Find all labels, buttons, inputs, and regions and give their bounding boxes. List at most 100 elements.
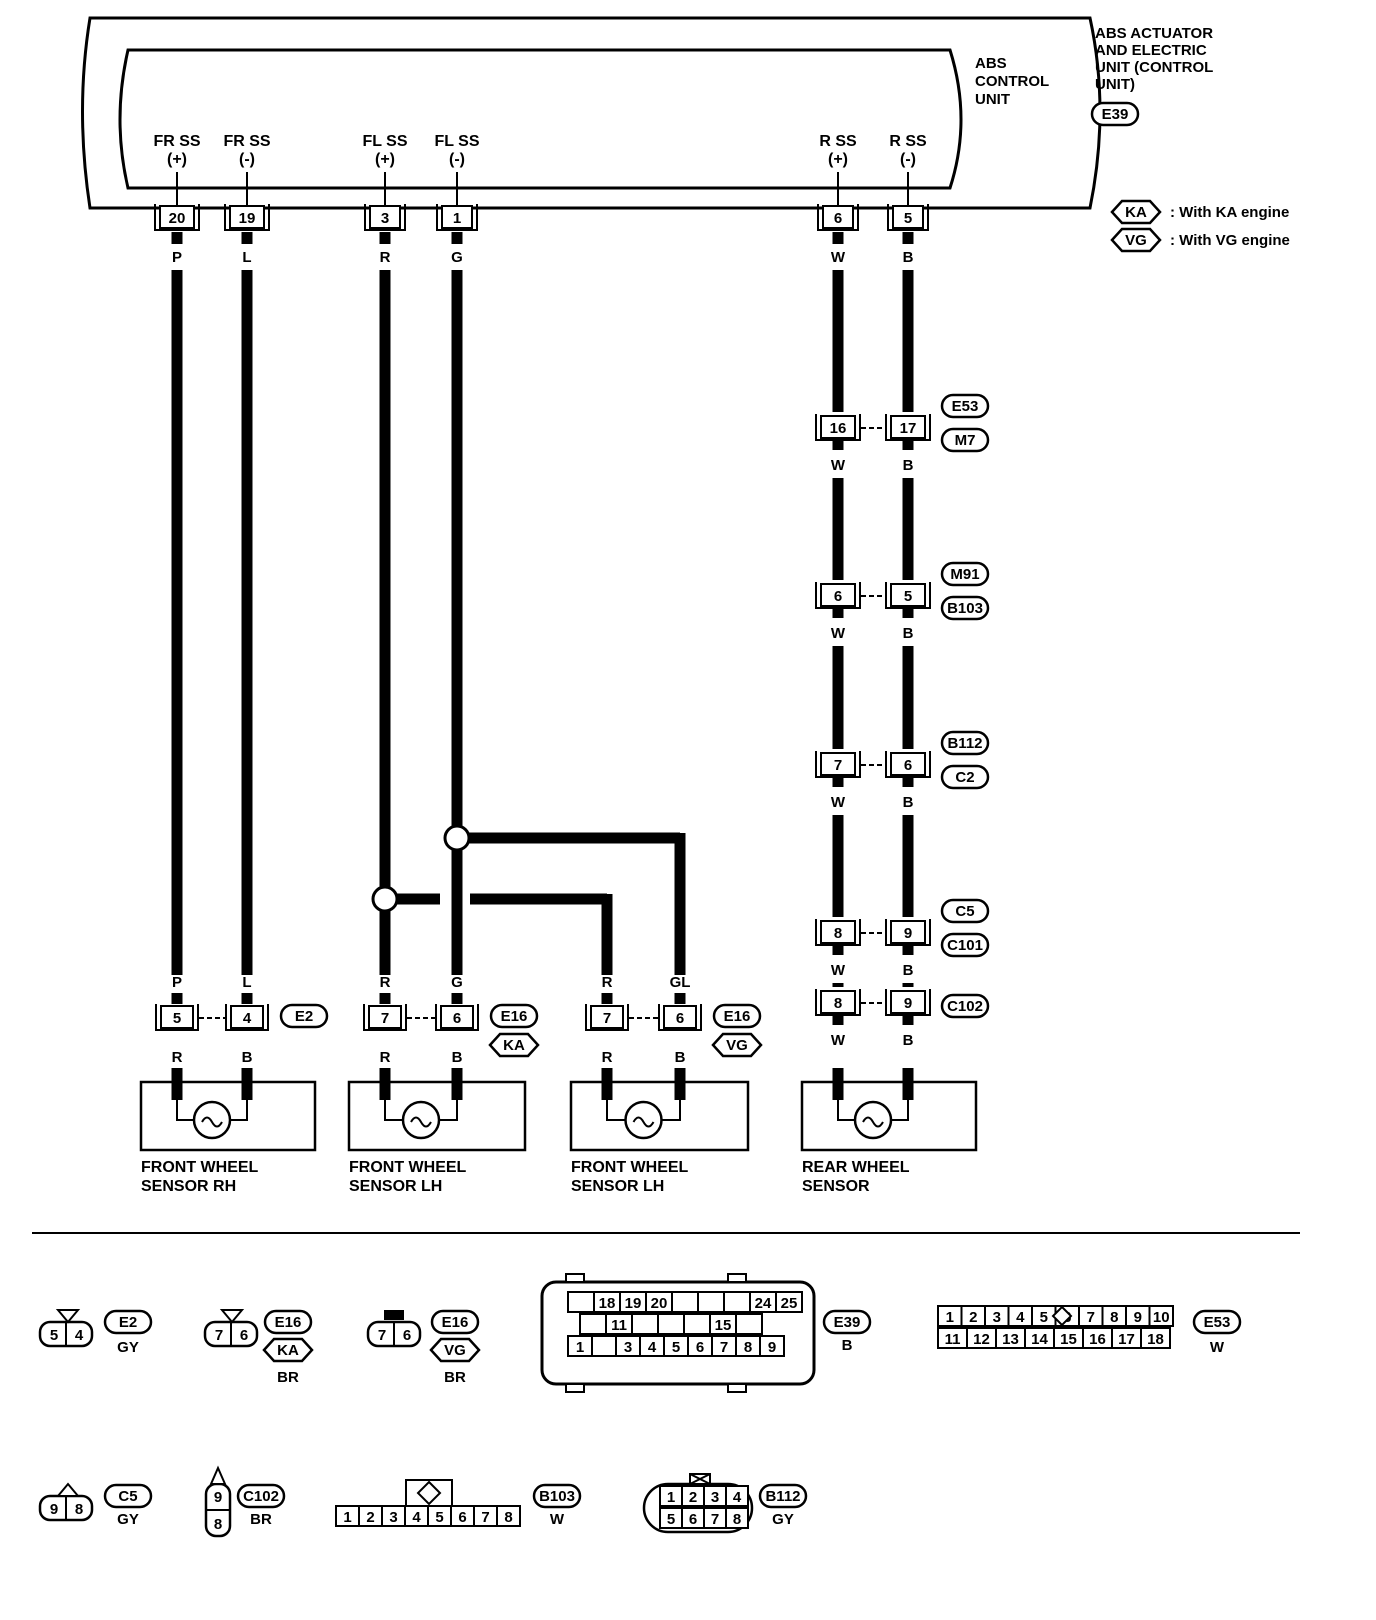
terminal-polarity: (-) — [239, 151, 255, 168]
sensor-connector-outline — [712, 1003, 762, 1029]
junction-pin: 6 — [815, 582, 861, 609]
sensor-connector: E16 — [501, 1008, 528, 1025]
connector-key — [384, 1310, 404, 1320]
wire-color: W — [831, 457, 846, 474]
pin-box — [820, 583, 856, 607]
e53-row1-pin: 3 — [993, 1309, 1001, 1326]
connector-pin: 5 — [667, 1511, 675, 1528]
wire-color: R — [380, 974, 391, 991]
connector-view-id-outline — [822, 1309, 872, 1335]
pin-number: 6 — [453, 1010, 461, 1027]
connector-housing — [658, 1004, 702, 1031]
splice-fl-plus — [371, 885, 399, 913]
wire-color: W — [831, 625, 846, 642]
sensor-coil-lead — [837, 1100, 855, 1121]
connector-pin: 1 — [667, 1489, 675, 1506]
connector-housing — [363, 1004, 407, 1031]
sensor-coil-lead — [606, 1100, 626, 1121]
sensor-coil — [853, 1100, 893, 1140]
connector-view-color: BR — [277, 1369, 299, 1386]
connector-housing — [817, 204, 859, 231]
pin-number: 3 — [381, 210, 389, 227]
control-unit-label: ABS — [975, 55, 1007, 72]
junction-pin: 16 — [815, 414, 861, 441]
sensor-variant: VG — [726, 1037, 748, 1054]
e53-row2-pin: 16 — [1089, 1331, 1106, 1348]
sensor-body — [800, 1080, 978, 1152]
e53-row2-cell — [1140, 1327, 1171, 1349]
e39-row2-pin: 15 — [715, 1317, 732, 1334]
wire-color: P — [172, 974, 182, 991]
e39-row3-cell — [759, 1335, 785, 1357]
terminal-name: FL SS — [434, 133, 479, 150]
e39-row3-pin: 1 — [576, 1339, 584, 1356]
sensor-pin: 7 — [363, 1004, 407, 1031]
sensor-variant-outline — [711, 1032, 763, 1058]
connector-view-color: B — [842, 1337, 853, 1354]
terminal-polarity: (+) — [167, 151, 187, 168]
junction-pin: 5 — [885, 582, 931, 609]
connector-housing — [155, 1004, 199, 1031]
pin-number: 6 — [676, 1010, 684, 1027]
connector-housing — [154, 204, 200, 231]
e39-row2-cell — [631, 1313, 659, 1335]
sensor-pin: 4 — [225, 1004, 269, 1031]
b103-row-cell — [496, 1505, 521, 1527]
e53-row1-pin: 4 — [1016, 1309, 1025, 1326]
splice-fl-minus — [443, 824, 471, 852]
legend-badge: VG — [1125, 232, 1147, 249]
wire-color: W — [831, 1032, 846, 1049]
wire-color: R — [172, 1049, 183, 1066]
sensor-label: SENSOR RH — [141, 1178, 236, 1195]
e39-row3-pin: 3 — [624, 1339, 632, 1356]
wire-color: B — [903, 625, 914, 642]
sensor-coil — [624, 1100, 663, 1140]
sensor-connector: E2 — [295, 1008, 313, 1025]
junction-connector-outline — [940, 595, 990, 621]
connector-view-id-outline — [103, 1483, 153, 1509]
connector-pin: 8 — [75, 1501, 83, 1518]
wire-color: B — [903, 249, 914, 266]
pin-box — [820, 990, 856, 1014]
junction-connector: M91 — [950, 566, 979, 583]
connector-latch — [727, 1273, 747, 1283]
pin-number: 7 — [603, 1010, 611, 1027]
junction-connector-outline — [940, 730, 990, 756]
terminal-pin-3: 3 — [364, 204, 406, 231]
connector-view-id: E39 — [834, 1314, 861, 1331]
connector-pin: 6 — [689, 1511, 697, 1528]
wire-color: R — [380, 1049, 391, 1066]
pin-number: 16 — [830, 420, 847, 437]
pin-number: 7 — [381, 1010, 389, 1027]
wire-color: GL — [670, 974, 691, 991]
sensor-label: SENSOR — [802, 1178, 870, 1195]
connector-view-variant-outline — [262, 1337, 314, 1363]
terminal-polarity: (-) — [900, 151, 916, 168]
connector-view-id-outline — [758, 1483, 808, 1509]
connector-latch — [565, 1383, 585, 1393]
junction-connector: M7 — [955, 432, 976, 449]
junction-connector: B103 — [947, 600, 983, 617]
connector-pin: 6 — [240, 1327, 248, 1344]
e39-row1-cell — [671, 1291, 699, 1313]
sensor-coil — [192, 1100, 232, 1140]
terminal-polarity: (-) — [449, 151, 465, 168]
connector-housing — [364, 204, 406, 231]
legend-badge: KA — [1125, 204, 1147, 221]
terminal-polarity: (+) — [828, 151, 848, 168]
junction-pin: 17 — [885, 414, 931, 441]
e39-row1-cell — [723, 1291, 751, 1313]
unit-title-line: ABS ACTUATOR — [1095, 25, 1213, 42]
connector-key — [209, 1465, 227, 1485]
junction-pin: 8 — [815, 919, 861, 946]
connector-housing — [225, 1004, 269, 1031]
control-unit-label: UNIT — [975, 91, 1010, 108]
connector-view-id-outline — [430, 1309, 480, 1335]
sensor-variant-outline — [488, 1032, 540, 1058]
wire-color: G — [451, 974, 463, 991]
sensor-coil-lead — [384, 1100, 403, 1121]
wire-color: B — [903, 457, 914, 474]
